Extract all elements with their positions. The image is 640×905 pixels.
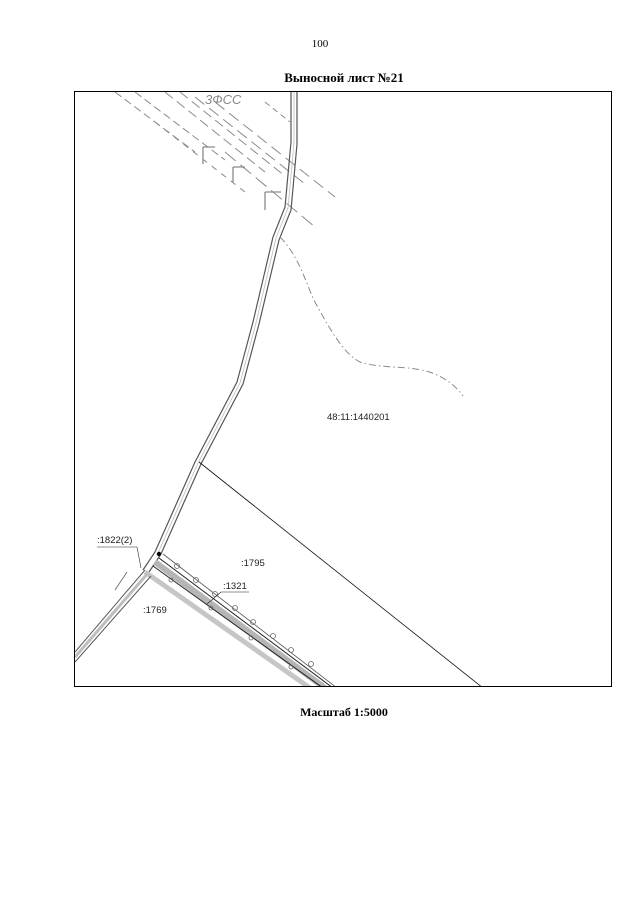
parcel-label-1321: :1321 — [223, 581, 247, 592]
map-frame: 3ФСС — [74, 91, 612, 687]
parcel-label-main: 48:11:1440201 — [327, 412, 390, 423]
main-road — [142, 92, 298, 573]
lower-road-band — [143, 553, 336, 686]
junction-point — [156, 551, 162, 557]
lower-left-road — [75, 569, 152, 663]
parcel-label-1822: :1822(2) — [97, 535, 132, 546]
scale-caption: Масштаб 1:5000 — [300, 705, 388, 719]
hatched-zone — [114, 92, 336, 228]
sheet-title: Выносной лист №21 — [284, 70, 404, 85]
dashdot-boundary — [279, 236, 464, 397]
parcel-boundary-line — [198, 461, 482, 686]
page-number: 100 — [311, 38, 329, 50]
parcel-label-1795: :1795 — [241, 558, 265, 569]
cadastral-map: 3ФСС — [75, 92, 482, 686]
hatch-letter-marks — [202, 146, 281, 210]
label-leaders — [97, 546, 249, 605]
parcel-label-1769: :1769 — [143, 605, 167, 616]
lower-band-markers — [168, 563, 314, 670]
zone-label: 3ФСС — [205, 92, 242, 107]
